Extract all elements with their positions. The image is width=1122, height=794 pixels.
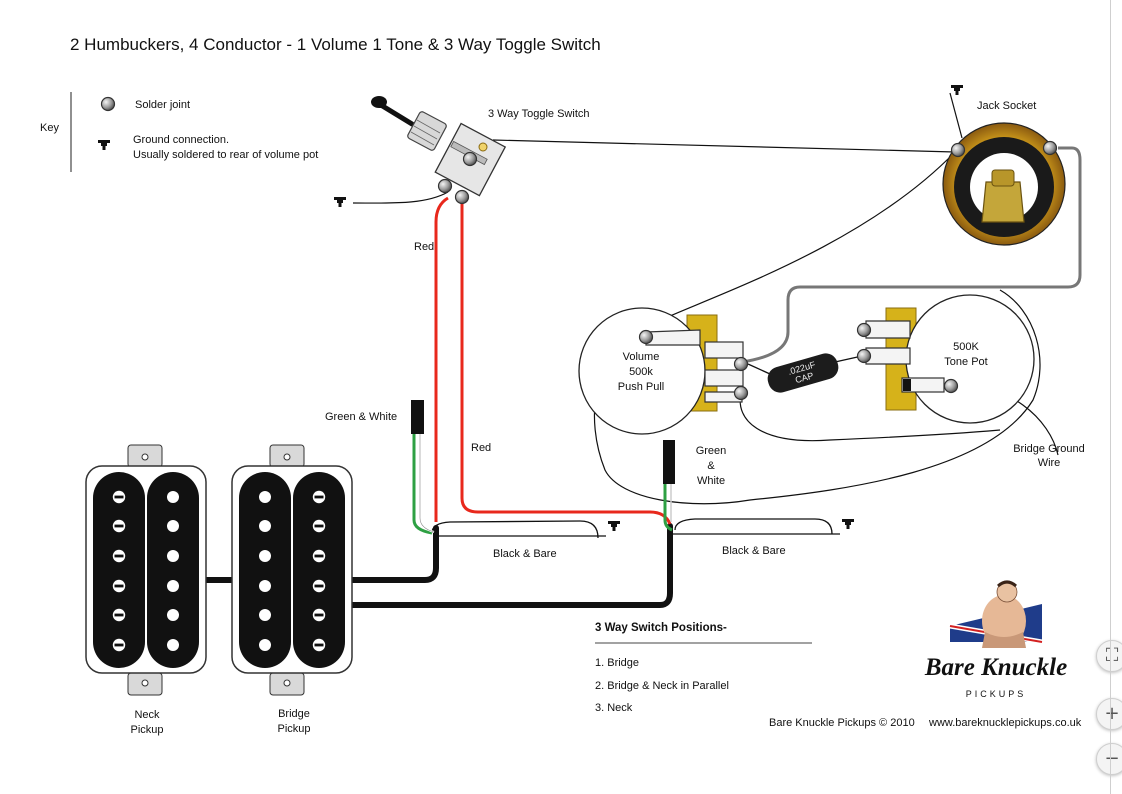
pickup-ground-wires: [202, 523, 673, 608]
key-ground-line1: Ground connection.: [133, 134, 229, 146]
key-solder-joint: Solder joint: [135, 99, 190, 111]
logo-wordmark: Bare Knuckle: [924, 654, 1067, 681]
key-label: Key: [40, 122, 59, 134]
black-bare-neck-label: Black & Bare: [493, 548, 557, 560]
neck-pickup-label-2: Pickup: [130, 724, 163, 736]
tone-pot: 500K Tone Pot: [856, 294, 1035, 424]
toggle-switch-label: 3 Way Toggle Switch: [488, 108, 590, 120]
black-bare-bridge-label: Black & Bare: [722, 545, 786, 557]
green-white-bridge-label-3: White: [697, 475, 725, 487]
key-ground-line2: Usually soldered to rear of volume pot: [133, 149, 318, 161]
bridge-pickup-label-2: Pickup: [277, 723, 310, 735]
green-white-bridge-label-1: Green: [696, 445, 727, 457]
tone-pot-label-1: 500K: [953, 341, 979, 353]
jack-socket: Jack Socket: [942, 100, 1066, 246]
bare-knuckle-logo: Bare Knuckle PICKUPS: [924, 580, 1067, 699]
grey-output-wire: [741, 146, 1082, 364]
neck-pickup: Neck Pickup: [85, 444, 207, 736]
neck-pickup-label-1: Neck: [134, 709, 160, 721]
green-white-bridge-label-2: &: [707, 460, 715, 472]
switch-positions-heading: 3 Way Switch Positions-: [595, 622, 727, 634]
bare-wires: [431, 518, 833, 539]
capacitor-label-2: CAP: [794, 370, 815, 385]
logo-subtitle: PICKUPS: [966, 689, 1027, 699]
fit-page-button[interactable]: ⛶: [1096, 640, 1122, 672]
bridge-wire-sleeve: [663, 440, 675, 484]
bridge-ground-label-2: Wire: [1038, 457, 1061, 469]
bridge-pickup: Bridge Pickup: [231, 444, 353, 735]
switch-positions: 3 Way Switch Positions- 1. Bridge 2. Bri…: [595, 622, 812, 714]
volume-pot-label-2: 500k: [629, 366, 653, 378]
green-white-neck-label: Green & White: [325, 411, 397, 423]
jack-socket-label: Jack Socket: [977, 100, 1036, 112]
bridge-pickup-label-1: Bridge: [278, 708, 310, 720]
footer-url: www.bareknucklepickups.co.uk: [928, 717, 1082, 729]
volume-pot-label-3: Push Pull: [618, 381, 664, 393]
zoom-out-button[interactable]: −: [1096, 743, 1122, 775]
bridge-ground-label-1: Bridge Ground: [1013, 443, 1085, 455]
volume-pot-label-1: Volume: [623, 351, 660, 363]
volume-pot: Volume 500k Push Pull: [578, 307, 749, 435]
footer-credit: Bare Knuckle Pickups © 2010: [769, 717, 915, 729]
neck-wire-sleeve: [411, 400, 424, 434]
zoom-in-button[interactable]: +: [1096, 698, 1122, 730]
toggle-switch: 3 Way Toggle Switch: [371, 96, 590, 205]
green-white-wires: [412, 432, 673, 535]
red-wire-label-1: Red: [414, 241, 434, 253]
switch-position-3: 3. Neck: [595, 702, 633, 714]
red-wire-label-2: Red: [471, 442, 491, 454]
switch-position-1: 1. Bridge: [595, 657, 639, 669]
tone-pot-label-2: Tone Pot: [944, 356, 987, 368]
diagram-title: 2 Humbuckers, 4 Conductor - 1 Volume 1 T…: [70, 35, 601, 54]
legend-key: Key Solder joint Ground connection. Usua…: [40, 92, 318, 172]
switch-position-2: 2. Bridge & Neck in Parallel: [595, 680, 729, 692]
